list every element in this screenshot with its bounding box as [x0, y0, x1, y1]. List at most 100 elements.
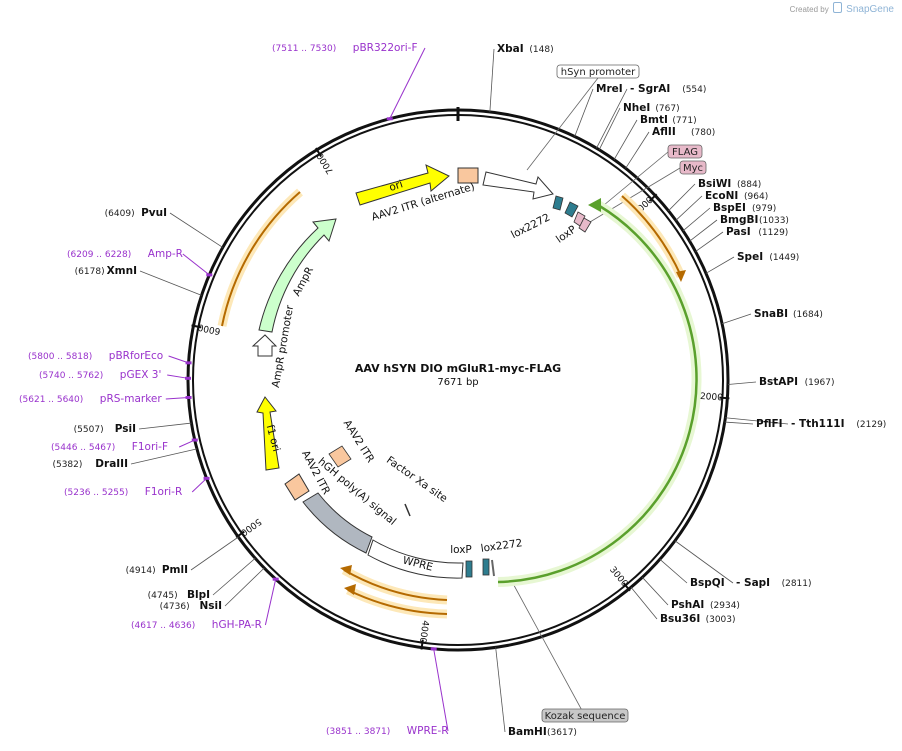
enzyme-site-1[interactable]: MreI: [596, 83, 623, 95]
boxed-feature-box-2: [679, 160, 707, 175]
primer-3[interactable]: (5740 .. 5762)pGEX 3': [39, 369, 161, 381]
enzyme-pos-5: (780): [691, 128, 715, 138]
enzyme-site-24[interactable]: DraIII(5382): [52, 458, 128, 470]
enzyme-site-5[interactable]: AflII(780): [652, 126, 715, 138]
enzyme-name-18: PshAI: [671, 599, 704, 611]
enzyme-site-21[interactable]: NsiI(4736): [160, 600, 222, 612]
enzyme-leader-0: [489, 48, 495, 112]
primer-leader-1: [182, 253, 210, 276]
enzyme-site-0[interactable]: XbaI (148): [497, 43, 554, 55]
enzyme-site-2[interactable]: - SgrAI(554): [630, 83, 706, 95]
enzyme-leader-19: [630, 587, 658, 620]
enzyme-name-14: PflFI: [756, 418, 783, 430]
enzyme-site-14[interactable]: PflFI: [756, 418, 783, 430]
enzyme-pos-25: (5507): [74, 425, 104, 435]
feature-label-13: lox2272: [480, 537, 523, 555]
enzyme-name-2: - SgrAI: [630, 83, 670, 95]
cds-bottom2-arc: [347, 589, 448, 615]
primer-leader-8: [433, 648, 449, 732]
enzyme-pos-8: (979): [752, 204, 776, 214]
enzyme-site-15[interactable]: - Tth111I(2129): [791, 418, 886, 430]
enzyme-pos-10: (1129): [758, 228, 788, 238]
enzyme-leader-8: [682, 207, 711, 232]
primer-mark-7: [272, 577, 279, 581]
primer-name-4: pRS-marker: [100, 393, 163, 405]
primer-mark-1: [206, 273, 213, 277]
myc-feature: [578, 217, 592, 233]
enzyme-name-3: NheI: [623, 102, 650, 114]
primer-range-8: (3851 .. 3871): [326, 727, 390, 737]
enzyme-name-0: XbaI: [497, 43, 524, 55]
credit-prefix: Created by: [789, 5, 829, 14]
enzyme-leader-18: [642, 577, 669, 606]
primer-1[interactable]: (6209 .. 6228)Amp-R: [67, 248, 183, 260]
primer-0[interactable]: (7511 .. 7530)pBR322ori-F: [272, 42, 418, 54]
f1-ori-feature: [256, 396, 280, 471]
cds-right-arc: [621, 195, 682, 277]
enzyme-site-13[interactable]: BstAPI(1967): [759, 376, 835, 388]
enzyme-site-20[interactable]: BamHI(3617): [508, 726, 577, 738]
cds-right-arrowhead: [676, 270, 686, 282]
boxed-feature-1[interactable]: FLAG: [667, 144, 703, 159]
enzyme-leader-17: [674, 540, 734, 584]
primer-name-7: hGH-PA-R: [212, 619, 262, 631]
enzyme-leader-23: [190, 536, 239, 571]
enzyme-leader-12: [721, 313, 752, 325]
enzyme-site-11[interactable]: SpeI(1449): [737, 251, 799, 263]
tick-0: [648, 193, 658, 202]
enzyme-pos-20: (3617): [547, 728, 577, 738]
enzyme-site-10[interactable]: PasI (1129): [726, 226, 788, 238]
enzyme-name-1: MreI: [596, 83, 623, 95]
primer-name-3: pGEX 3': [120, 369, 162, 381]
enzyme-pos-7: (964): [744, 192, 768, 202]
enzyme-site-27[interactable]: PvuI(6409): [105, 207, 167, 219]
enzyme-site-8[interactable]: BspEI(979): [713, 202, 776, 214]
enzyme-leader-22: [212, 557, 256, 596]
enzyme-leader-2: [596, 88, 628, 149]
tick-label-5: 6000: [197, 321, 222, 335]
enzyme-site-25[interactable]: PsiI (5507): [74, 423, 136, 435]
enzyme-site-7[interactable]: EcoNI (964): [705, 190, 768, 202]
enzyme-name-10: PasI: [726, 226, 751, 238]
boxed-feature-3[interactable]: Kozak sequence: [541, 708, 629, 723]
enzyme-site-22[interactable]: BlpI(4745): [148, 589, 210, 601]
enzyme-site-3[interactable]: NheI(767): [623, 102, 680, 114]
primer-name-8: WPRE-R: [407, 725, 449, 737]
enzyme-pos-0: (148): [529, 45, 553, 55]
enzyme-leader-1: [574, 88, 594, 137]
boxed-feature-box-1: [667, 144, 703, 159]
primer-6[interactable]: (5236 .. 5255)F1ori-R: [64, 486, 182, 498]
enzyme-site-26[interactable]: XmnI(6178): [75, 265, 137, 277]
hsyn-promoter-feature: [482, 171, 554, 200]
primer-7[interactable]: (4617 .. 4636)hGH-PA-R: [131, 619, 262, 631]
boxed-feature-0[interactable]: hSyn promoter: [556, 64, 640, 79]
enzyme-site-9[interactable]: BmgBI(1033): [720, 214, 789, 226]
boxed-feature-box-0: [556, 64, 640, 79]
enzyme-site-18[interactable]: PshAI(2934): [671, 599, 740, 611]
enzyme-site-17[interactable]: - SapI(2811): [736, 577, 812, 589]
enzyme-name-26: XmnI: [107, 265, 137, 277]
enzyme-name-25: PsiI: [115, 423, 136, 435]
enzyme-site-23[interactable]: PmlI(4914): [126, 564, 188, 576]
primer-4[interactable]: (5621 .. 5640)pRS-marker: [19, 393, 162, 405]
enzyme-leader-4: [613, 119, 638, 160]
boxed-feature-2[interactable]: Myc: [679, 160, 707, 175]
primer-8[interactable]: (3851 .. 3871) WPRE-R: [326, 725, 449, 737]
tick-1: [719, 396, 730, 400]
primer-leader-2: [168, 355, 189, 364]
enzyme-leader-27: [169, 212, 224, 248]
hgh-polya-feature: [302, 492, 373, 554]
enzyme-site-19[interactable]: Bsu36I(3003): [660, 613, 736, 625]
primer-5[interactable]: (5446 .. 5467)F1ori-F: [51, 441, 168, 453]
enzyme-name-7: EcoNI: [705, 190, 738, 202]
primer-2[interactable]: (5800 .. 5818)pBRforEco: [28, 350, 163, 362]
ampr-feature: [258, 218, 337, 333]
enzyme-site-12[interactable]: SnaBI(1684): [754, 308, 823, 320]
enzyme-name-4: BmtI: [640, 114, 668, 126]
enzyme-site-6[interactable]: BsiWI(884): [698, 178, 761, 190]
enzyme-name-19: Bsu36I: [660, 613, 700, 625]
enzyme-site-16[interactable]: BspQI: [690, 577, 725, 589]
primer-leader-6: [191, 477, 207, 493]
enzyme-leader-20: [495, 647, 506, 733]
enzyme-site-4[interactable]: BmtI(771): [640, 114, 697, 126]
